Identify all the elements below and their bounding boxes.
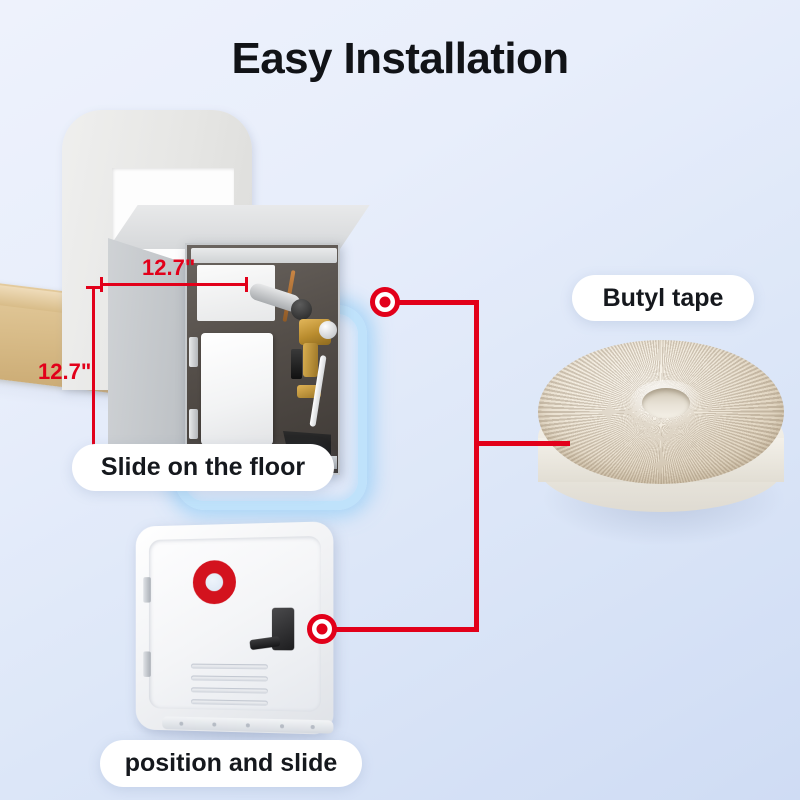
screw-hole xyxy=(212,722,217,727)
connector-node-door xyxy=(307,614,337,644)
heater-top-lip xyxy=(191,248,337,263)
heater-front-compartment xyxy=(185,243,340,475)
door-hinge-lower xyxy=(143,651,151,677)
callout-butyl-tape: Butyl tape xyxy=(572,275,754,321)
vent-slot xyxy=(190,663,268,670)
connector-line-to-door xyxy=(332,627,476,632)
scene-butyl-tape xyxy=(518,330,800,562)
screw-hole xyxy=(245,723,250,728)
door-hinge-upper xyxy=(143,577,151,603)
connector-line-to-tape xyxy=(474,441,570,446)
scene-wall-heater: 12.7" 12.7" xyxy=(0,100,400,510)
valve-knob xyxy=(319,321,337,339)
width-dimension-line xyxy=(100,277,248,292)
brass-fitting-vertical xyxy=(303,343,318,377)
control-box xyxy=(201,333,273,445)
tape-roll-center-hole xyxy=(642,388,690,418)
callout-slide-on-the-floor: Slide on the floor xyxy=(72,444,334,491)
height-dimension-line xyxy=(86,286,101,460)
screw-hole xyxy=(280,724,285,729)
width-dimension-label: 12.7" xyxy=(142,255,196,280)
gasket-ring-icon xyxy=(192,559,236,605)
callout-position-and-slide: position and slide xyxy=(100,740,362,787)
scene-access-door xyxy=(118,518,348,746)
access-door-inner-panel xyxy=(148,535,321,712)
vent-slot xyxy=(190,675,268,682)
access-door-frame xyxy=(135,521,334,735)
height-dimension-label: 12.7" xyxy=(38,359,92,384)
bracket-upper xyxy=(189,337,198,367)
connector-node-heater xyxy=(370,287,400,317)
screw-hole xyxy=(179,721,184,726)
connector-line-to-heater xyxy=(396,300,476,305)
screw-hole xyxy=(310,724,315,730)
bracket-lower xyxy=(189,409,198,439)
page-title: Easy Installation xyxy=(231,34,569,83)
connector-line-vertical xyxy=(474,300,479,632)
black-gas-line xyxy=(291,349,302,379)
